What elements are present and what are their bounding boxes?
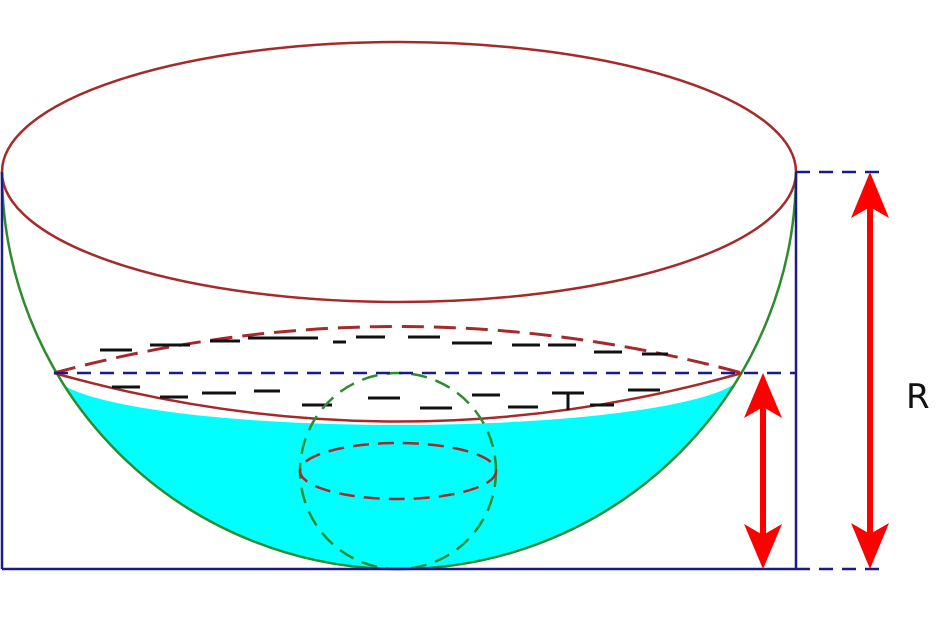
water-surface-marks	[100, 335, 668, 410]
radius-label: R	[906, 377, 930, 417]
sphere-equator	[298, 441, 498, 501]
water-depth-arrow	[744, 373, 782, 569]
water-body	[2, 321, 796, 569]
radius-arrow	[851, 172, 889, 569]
bowl-rim	[0, 40, 798, 304]
guide-lines	[54, 170, 884, 571]
water-surface-back	[53, 325, 743, 375]
water-surface-front	[53, 371, 743, 423]
frame-lines	[0, 172, 798, 571]
